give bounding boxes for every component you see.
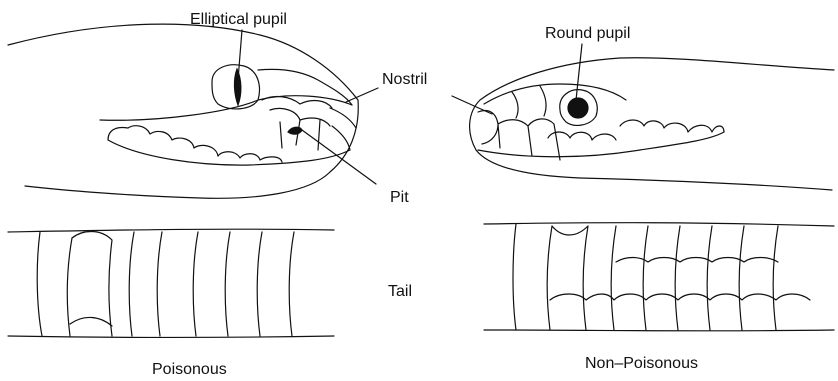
non-poisonous-head [470, 58, 834, 190]
label-elliptical-pupil: Elliptical pupil [190, 11, 287, 28]
label-poisonous: Poisonous [152, 361, 227, 378]
non-poisonous-tail [484, 223, 834, 331]
leader-round-pupil [576, 44, 582, 100]
label-tail: Tail [388, 283, 412, 300]
round-pupil [568, 98, 588, 118]
elliptical-pupil [234, 69, 240, 105]
label-nostril: Nostril [382, 71, 427, 88]
poisonous-tail [8, 229, 334, 337]
leader-lines [238, 30, 582, 184]
leader-nostril-left [346, 88, 378, 102]
leader-pit-left [302, 130, 376, 184]
pit-mark [288, 127, 302, 134]
label-pit: Pit [390, 189, 409, 206]
poisonous-head [8, 24, 358, 198]
label-non-poisonous: Non–Poisonous [585, 355, 698, 372]
label-round-pupil: Round pupil [545, 25, 630, 42]
leader-elliptical-pupil [238, 30, 242, 80]
